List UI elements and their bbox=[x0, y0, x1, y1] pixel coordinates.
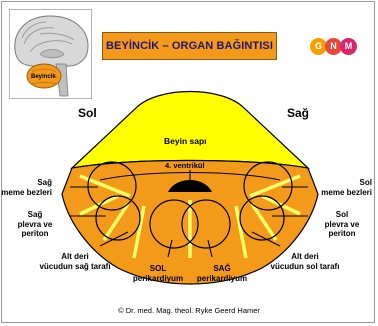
right-pleura-label-line1: Sol bbox=[312, 210, 372, 220]
right-skin-label-line2: vücudun sol tarafı bbox=[264, 262, 346, 272]
right-pericardium-label-line2: perikardiyum bbox=[192, 274, 252, 284]
right-pleura-label-line3: periton bbox=[312, 229, 372, 239]
ventricle-label: 4. ventrikül bbox=[165, 161, 205, 171]
left-breast-label-line2: meme bezleri bbox=[1, 188, 52, 198]
right-pleura-label-line2: plevra ve bbox=[312, 220, 372, 230]
right-breast-label-line1: Sol bbox=[321, 178, 372, 188]
right-breast-label-line2: meme bezleri bbox=[321, 188, 372, 198]
left-pericardium-label: SOL perikardiyum bbox=[128, 264, 188, 283]
left-pleura-label-line3: periton bbox=[6, 229, 64, 239]
left-pleura-label-line1: Sağ bbox=[6, 210, 64, 220]
left-breast-label-line1: Sağ bbox=[1, 178, 52, 188]
left-pleura-label: Sağ plevra ve periton bbox=[6, 210, 64, 239]
left-pericardium-label-line1: SOL bbox=[128, 264, 188, 274]
right-pericardium-label: SAĞ perikardiyum bbox=[192, 264, 252, 283]
right-breast-label: Sol meme bezleri bbox=[321, 178, 372, 197]
left-pericardium-label-line2: perikardiyum bbox=[128, 274, 188, 284]
left-skin-label-line2: vücudun sağ tarafı bbox=[36, 262, 114, 272]
brainstem-label: Beyin sapı bbox=[164, 137, 207, 147]
brainstem-region bbox=[72, 92, 308, 169]
right-pericardium-label-line1: SAĞ bbox=[192, 264, 252, 274]
left-pleura-label-line2: plevra ve bbox=[6, 220, 64, 230]
left-skin-label-line1: Alt deri bbox=[36, 252, 114, 262]
left-skin-label: Alt deri vücudun sağ tarafı bbox=[36, 252, 114, 271]
copyright-notice: © Dr. med. Mag. theol. Ryke Geerd Hamer bbox=[0, 306, 378, 315]
right-skin-label: Alt deri vücudun sol tarafı bbox=[264, 252, 346, 271]
left-breast-label: Sağ meme bezleri bbox=[1, 178, 52, 197]
right-skin-label-line1: Alt deri bbox=[264, 252, 346, 262]
right-pleura-label: Sol plevra ve periton bbox=[312, 210, 372, 239]
